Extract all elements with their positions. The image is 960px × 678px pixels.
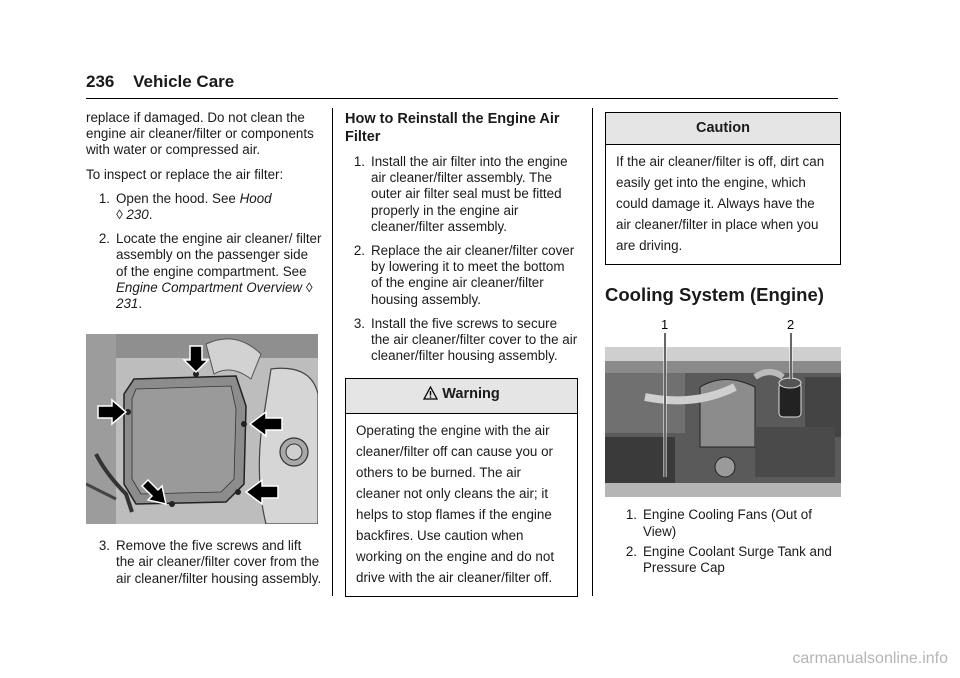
warning-body: Operating the engine with the air cleane… xyxy=(356,422,555,585)
list-item: 2. Locate the engine air cleaner/ filter… xyxy=(86,231,322,312)
caution-title: Caution xyxy=(606,113,840,146)
list-item: 2. Replace the air cleaner/filter cover … xyxy=(345,243,578,308)
page-header: 236 Vehicle Care xyxy=(86,72,234,92)
cross-reference-link[interactable]: Engine Compartment Overview xyxy=(116,279,303,295)
callout-arrow-icon xyxy=(97,398,128,426)
caution-box: Caution If the air cleaner/filter is off… xyxy=(605,112,841,266)
callout-arrow-icon xyxy=(182,345,210,374)
air-filter-housing-photo xyxy=(86,334,318,525)
step-number: 2. xyxy=(98,231,110,247)
cooling-system-heading: Cooling System (Engine) xyxy=(605,284,824,306)
step-number: 3. xyxy=(353,315,365,331)
column-divider xyxy=(592,108,593,596)
page-reference: ◊ 231 xyxy=(116,279,313,312)
step-number: 3. xyxy=(98,538,110,554)
warning-header: Warning xyxy=(346,379,577,414)
lead-paragraph: To inspect or replace the air filter: xyxy=(86,166,284,182)
engine-compartment-photo: 1 2 xyxy=(605,317,841,498)
warning-triangle-icon xyxy=(423,386,439,404)
caption-number: 1. xyxy=(625,507,637,523)
warning-title: Warning xyxy=(442,386,500,403)
callout-1-label: 1 xyxy=(661,317,668,332)
callout-arrow-icon xyxy=(140,479,167,506)
caution-body: If the air cleaner/filter is off, dirt c… xyxy=(616,154,825,254)
step-number: 2. xyxy=(353,243,365,259)
page-reference: ◊ 230 xyxy=(116,207,149,223)
cross-reference-link[interactable]: Hood xyxy=(239,190,272,206)
list-item: 3. Remove the five screws and lift the a… xyxy=(86,538,322,587)
caption-number: 2. xyxy=(625,543,637,559)
callout-arrow-icon xyxy=(244,478,279,506)
step-number: 1. xyxy=(98,190,110,206)
list-item: 1. Open the hood. See Hood◊ 230. xyxy=(86,191,322,223)
section-heading: How to Reinstall the Engine Air Filter xyxy=(345,111,560,145)
list-item: 1. Engine Cooling Fans (Out of View) xyxy=(605,507,841,539)
step-number: 1. xyxy=(353,154,365,169)
intro-paragraph: replace if damaged. Do not clean the eng… xyxy=(86,110,314,158)
photo-captions: 1. Engine Cooling Fans (Out of View) 2. … xyxy=(605,507,841,576)
callout-2-label: 2 xyxy=(787,317,794,332)
callout-arrow-icon xyxy=(248,410,283,438)
column-middle: How to Reinstall the Engine Air Filter 1… xyxy=(345,110,578,597)
page-number: 236 xyxy=(86,72,115,91)
column-divider xyxy=(332,108,333,596)
column-left: replace if damaged. Do not clean the eng… xyxy=(86,110,322,595)
warning-box: Warning Operating the engine with the ai… xyxy=(345,378,578,597)
list-item: 2. Engine Coolant Surge Tank and Pressur… xyxy=(605,544,841,576)
section-title: Vehicle Care xyxy=(133,72,235,91)
watermark-text: carmanualsonline.info xyxy=(792,650,948,667)
column-right: Caution If the air cleaner/filter is off… xyxy=(605,112,841,580)
header-rule xyxy=(86,98,838,99)
list-item: 1. Install the air filter into the engin… xyxy=(345,154,578,235)
list-item: 3. Install the five screws to secure the… xyxy=(345,316,578,365)
